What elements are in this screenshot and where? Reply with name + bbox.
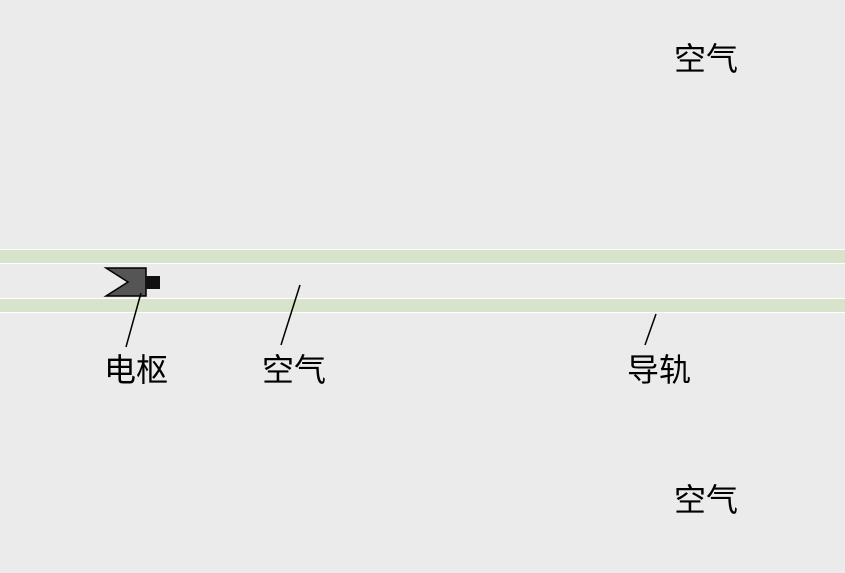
label-air-top-right: 空气 (674, 40, 739, 78)
label-air-between-rails: 空气 (262, 351, 327, 389)
armature-body (103, 267, 147, 297)
label-air-bottom-right: 空气 (674, 481, 739, 519)
label-rail: 导轨 (627, 351, 692, 389)
upper-rail (0, 249, 845, 264)
label-armature: 电枢 (104, 351, 169, 389)
lower-rail (0, 298, 845, 313)
armature-tip (146, 276, 160, 289)
air-between-leader-line (280, 284, 301, 346)
armature-leader-line (125, 292, 142, 348)
rail-leader-line (644, 313, 657, 346)
